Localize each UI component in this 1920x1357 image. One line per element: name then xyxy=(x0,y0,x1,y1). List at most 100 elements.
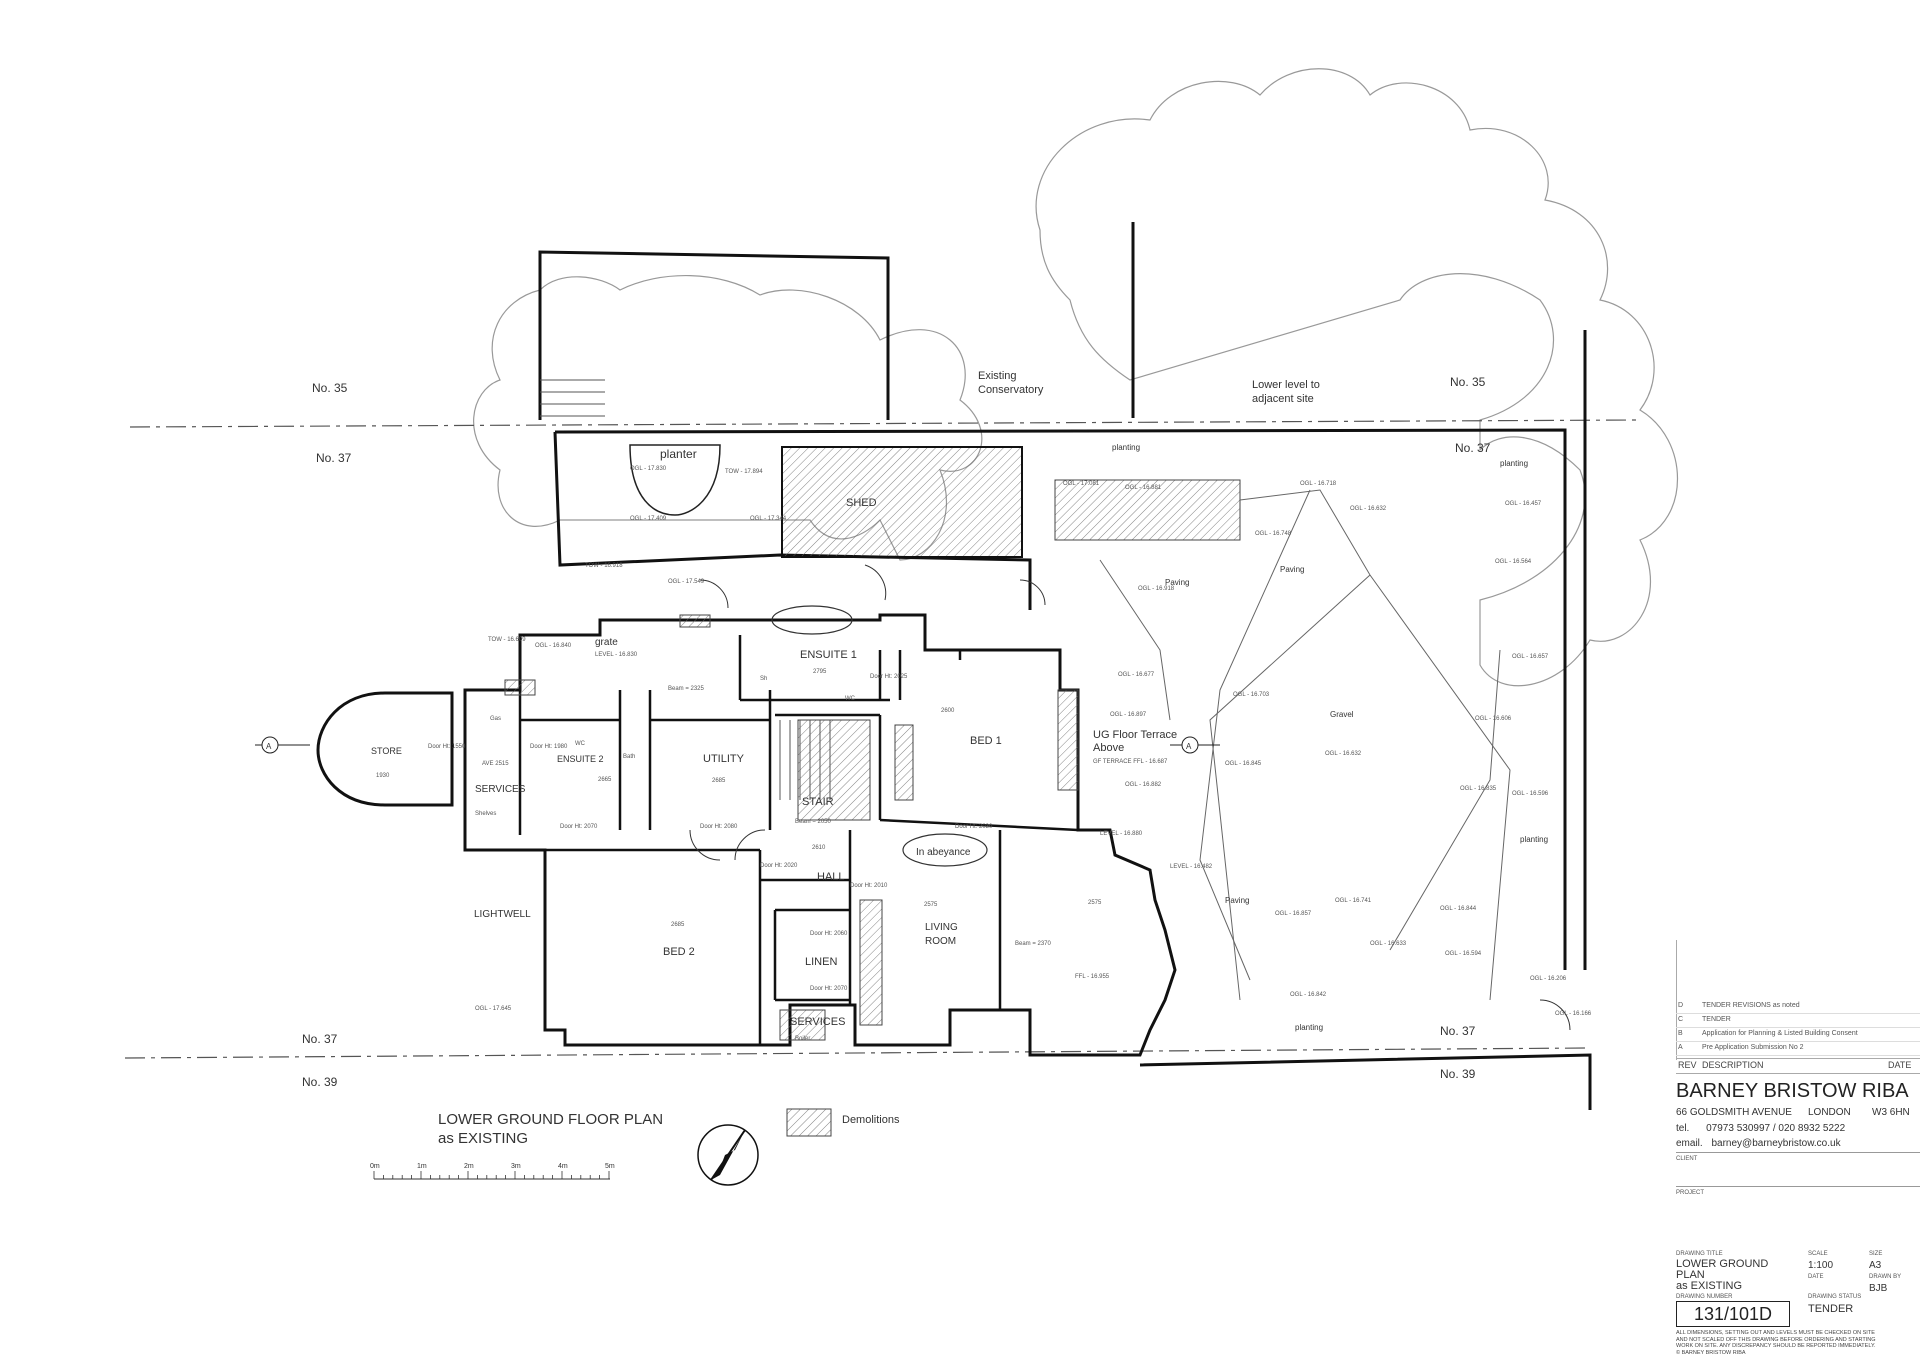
survey-note: TOW - 16.918 xyxy=(585,563,623,569)
firm-address: 66 GOLDSMITH AVENUE LONDON W3 6HN xyxy=(1676,1107,1920,1118)
plan-subtitle: as EXISTING xyxy=(438,1130,528,1147)
survey-note: OGL - 16.857 xyxy=(1275,911,1312,917)
survey-note: OGL - 16.632 xyxy=(1350,506,1387,512)
tel-value: 07973 530997 / 020 8932 5222 xyxy=(1706,1123,1846,1134)
survey-note: OGL - 16.594 xyxy=(1445,951,1482,957)
area-label: Paving xyxy=(1225,896,1249,905)
title-block-note: © BARNEY BRISTOW RIBA xyxy=(1676,1349,1746,1356)
area-label: Gravel xyxy=(1330,710,1354,719)
survey-note: Door Ht: 2070 xyxy=(810,986,848,992)
revision-code: D xyxy=(1678,1002,1684,1009)
revision-code: B xyxy=(1678,1030,1683,1037)
revision-description: TENDER REVISIONS as noted xyxy=(1702,1002,1800,1009)
section-marker-right: A xyxy=(1170,736,1220,754)
height-tag: 2575 xyxy=(924,902,938,908)
address-city: LONDON xyxy=(1808,1107,1851,1118)
garden-geometry xyxy=(1099,489,1511,1001)
survey-note: Door Ht: 1550 xyxy=(428,744,466,750)
revision-description: Application for Planning & Listed Buildi… xyxy=(1702,1030,1858,1037)
neighbour-label: No. 35 xyxy=(1450,375,1486,389)
survey-note: Sh xyxy=(760,676,767,682)
tree-canopy-large xyxy=(1035,68,1679,687)
title-block-left-rule xyxy=(1676,940,1677,1060)
room-label-living-2: ROOM xyxy=(925,936,956,947)
survey-note: LEVEL - 16.830 xyxy=(595,652,638,658)
survey-note: OGL - 16.918 xyxy=(1138,586,1175,592)
neighbour-label: No. 35 xyxy=(312,381,348,395)
survey-note: Gas xyxy=(490,716,501,722)
garden-wall-north xyxy=(554,428,1567,970)
description-header: DESCRIPTION xyxy=(1702,1060,1764,1070)
area-label: adjacent site xyxy=(1252,393,1314,405)
survey-note: OGL - 16.845 xyxy=(1225,761,1262,767)
ensuite-cloud xyxy=(771,605,853,635)
survey-note: OGL - 16.206 xyxy=(1530,976,1567,982)
height-tag: 2685 xyxy=(712,778,726,784)
drawing-title-line: LOWER GROUND xyxy=(1676,1258,1769,1270)
neighbour-label: No. 39 xyxy=(1440,1067,1476,1081)
revision-code: C xyxy=(1678,1016,1684,1023)
survey-note: Door Ht: 1980 xyxy=(530,744,568,750)
scale-tick-label: 5m xyxy=(605,1163,615,1170)
survey-note: Shelves xyxy=(475,811,496,817)
survey-note: TOW - 16.609 xyxy=(488,637,526,643)
survey-note: OGL - 16.632 xyxy=(1325,751,1362,757)
neighbour-label: No. 37 xyxy=(1455,441,1491,455)
survey-note: LEVEL - 16.482 xyxy=(1170,864,1213,870)
revision-row: D TENDER REVISIONS as noted xyxy=(1676,1000,1920,1014)
drawn-by-label: DRAWN BY xyxy=(1869,1274,1902,1280)
room-label-services: SERVICES xyxy=(475,784,526,795)
title-block-note: AND NOT SCALED OFF THIS DRAWING BEFORE O… xyxy=(1676,1336,1876,1343)
survey-note: OGL - 16.564 xyxy=(1495,559,1532,565)
project-label: PROJECT xyxy=(1676,1190,1705,1196)
survey-note: Door Ht: 2010 xyxy=(850,883,888,889)
survey-note: OGL - 17.344 xyxy=(750,516,787,522)
area-label: Conservatory xyxy=(978,384,1044,396)
survey-note: AVE 2515 xyxy=(482,761,509,767)
survey-note: OGL - 16.633 xyxy=(1370,941,1407,947)
survey-note: OGL - 16.606 xyxy=(1475,716,1512,722)
abeyance-cloud xyxy=(902,833,988,867)
address-postcode: W3 6HN xyxy=(1872,1107,1910,1118)
area-label: In abeyance xyxy=(916,847,971,858)
neighbour-label: No. 37 xyxy=(316,451,352,465)
garden-wall-south xyxy=(1139,1053,1592,1110)
survey-note: OGL - 16.842 xyxy=(1290,992,1327,998)
height-tag: 1930 xyxy=(376,773,390,779)
size-value: A3 xyxy=(1869,1260,1882,1271)
survey-note: Door Ht: 2070 xyxy=(560,824,598,830)
survey-note: GF TERRACE FFL - 16.687 xyxy=(1093,759,1168,765)
tel-label: tel. xyxy=(1676,1123,1690,1134)
survey-note: OGL - 16.897 xyxy=(1110,712,1147,718)
room-label-living: LIVING xyxy=(925,922,958,933)
survey-note: OGL - 17.081 xyxy=(1063,481,1100,487)
revision-row: B Application for Planning & Listed Build… xyxy=(1676,1028,1920,1042)
drawing-title-label: DRAWING TITLE xyxy=(1676,1251,1723,1257)
room-label-lightwell: LIGHTWELL xyxy=(474,909,531,920)
title-block-note: WORK ON SITE. ANY DISCREPANCY SHOULD BE … xyxy=(1676,1343,1876,1349)
area-label: planting xyxy=(1520,835,1548,844)
room-label-services-2: SERVICES xyxy=(790,1016,845,1028)
room-label-ensuite-2: ENSUITE 2 xyxy=(557,754,604,764)
rev-header: REV xyxy=(1678,1060,1697,1070)
demolition-zones xyxy=(504,479,1241,1041)
room-label-utility: UTILITY xyxy=(703,753,745,765)
survey-note: Door Ht: 2025 xyxy=(870,674,908,680)
revision-description: TENDER xyxy=(1702,1016,1731,1023)
survey-note: OGL - 16.840 xyxy=(535,643,572,649)
title-block-notes: ALL DIMENSIONS, SETTING OUT AND LEVELS M… xyxy=(1676,1330,1920,1356)
survey-note: TOW - 17.894 xyxy=(725,469,763,475)
survey-note: OGL - 16.677 xyxy=(1118,672,1155,678)
survey-note: WC xyxy=(575,741,586,747)
section-marker-label: A xyxy=(266,742,272,751)
drawn-by-value: BJB xyxy=(1869,1283,1888,1294)
area-label: planting xyxy=(1112,443,1140,452)
area-label: Paving xyxy=(1165,578,1189,587)
survey-note: OGL - 16.741 xyxy=(1335,898,1372,904)
area-label: SHED xyxy=(846,497,877,509)
survey-note: OGL - 16.596 xyxy=(1512,791,1549,797)
title-block-note: ALL DIMENSIONS, SETTING OUT AND LEVELS M… xyxy=(1676,1330,1875,1336)
